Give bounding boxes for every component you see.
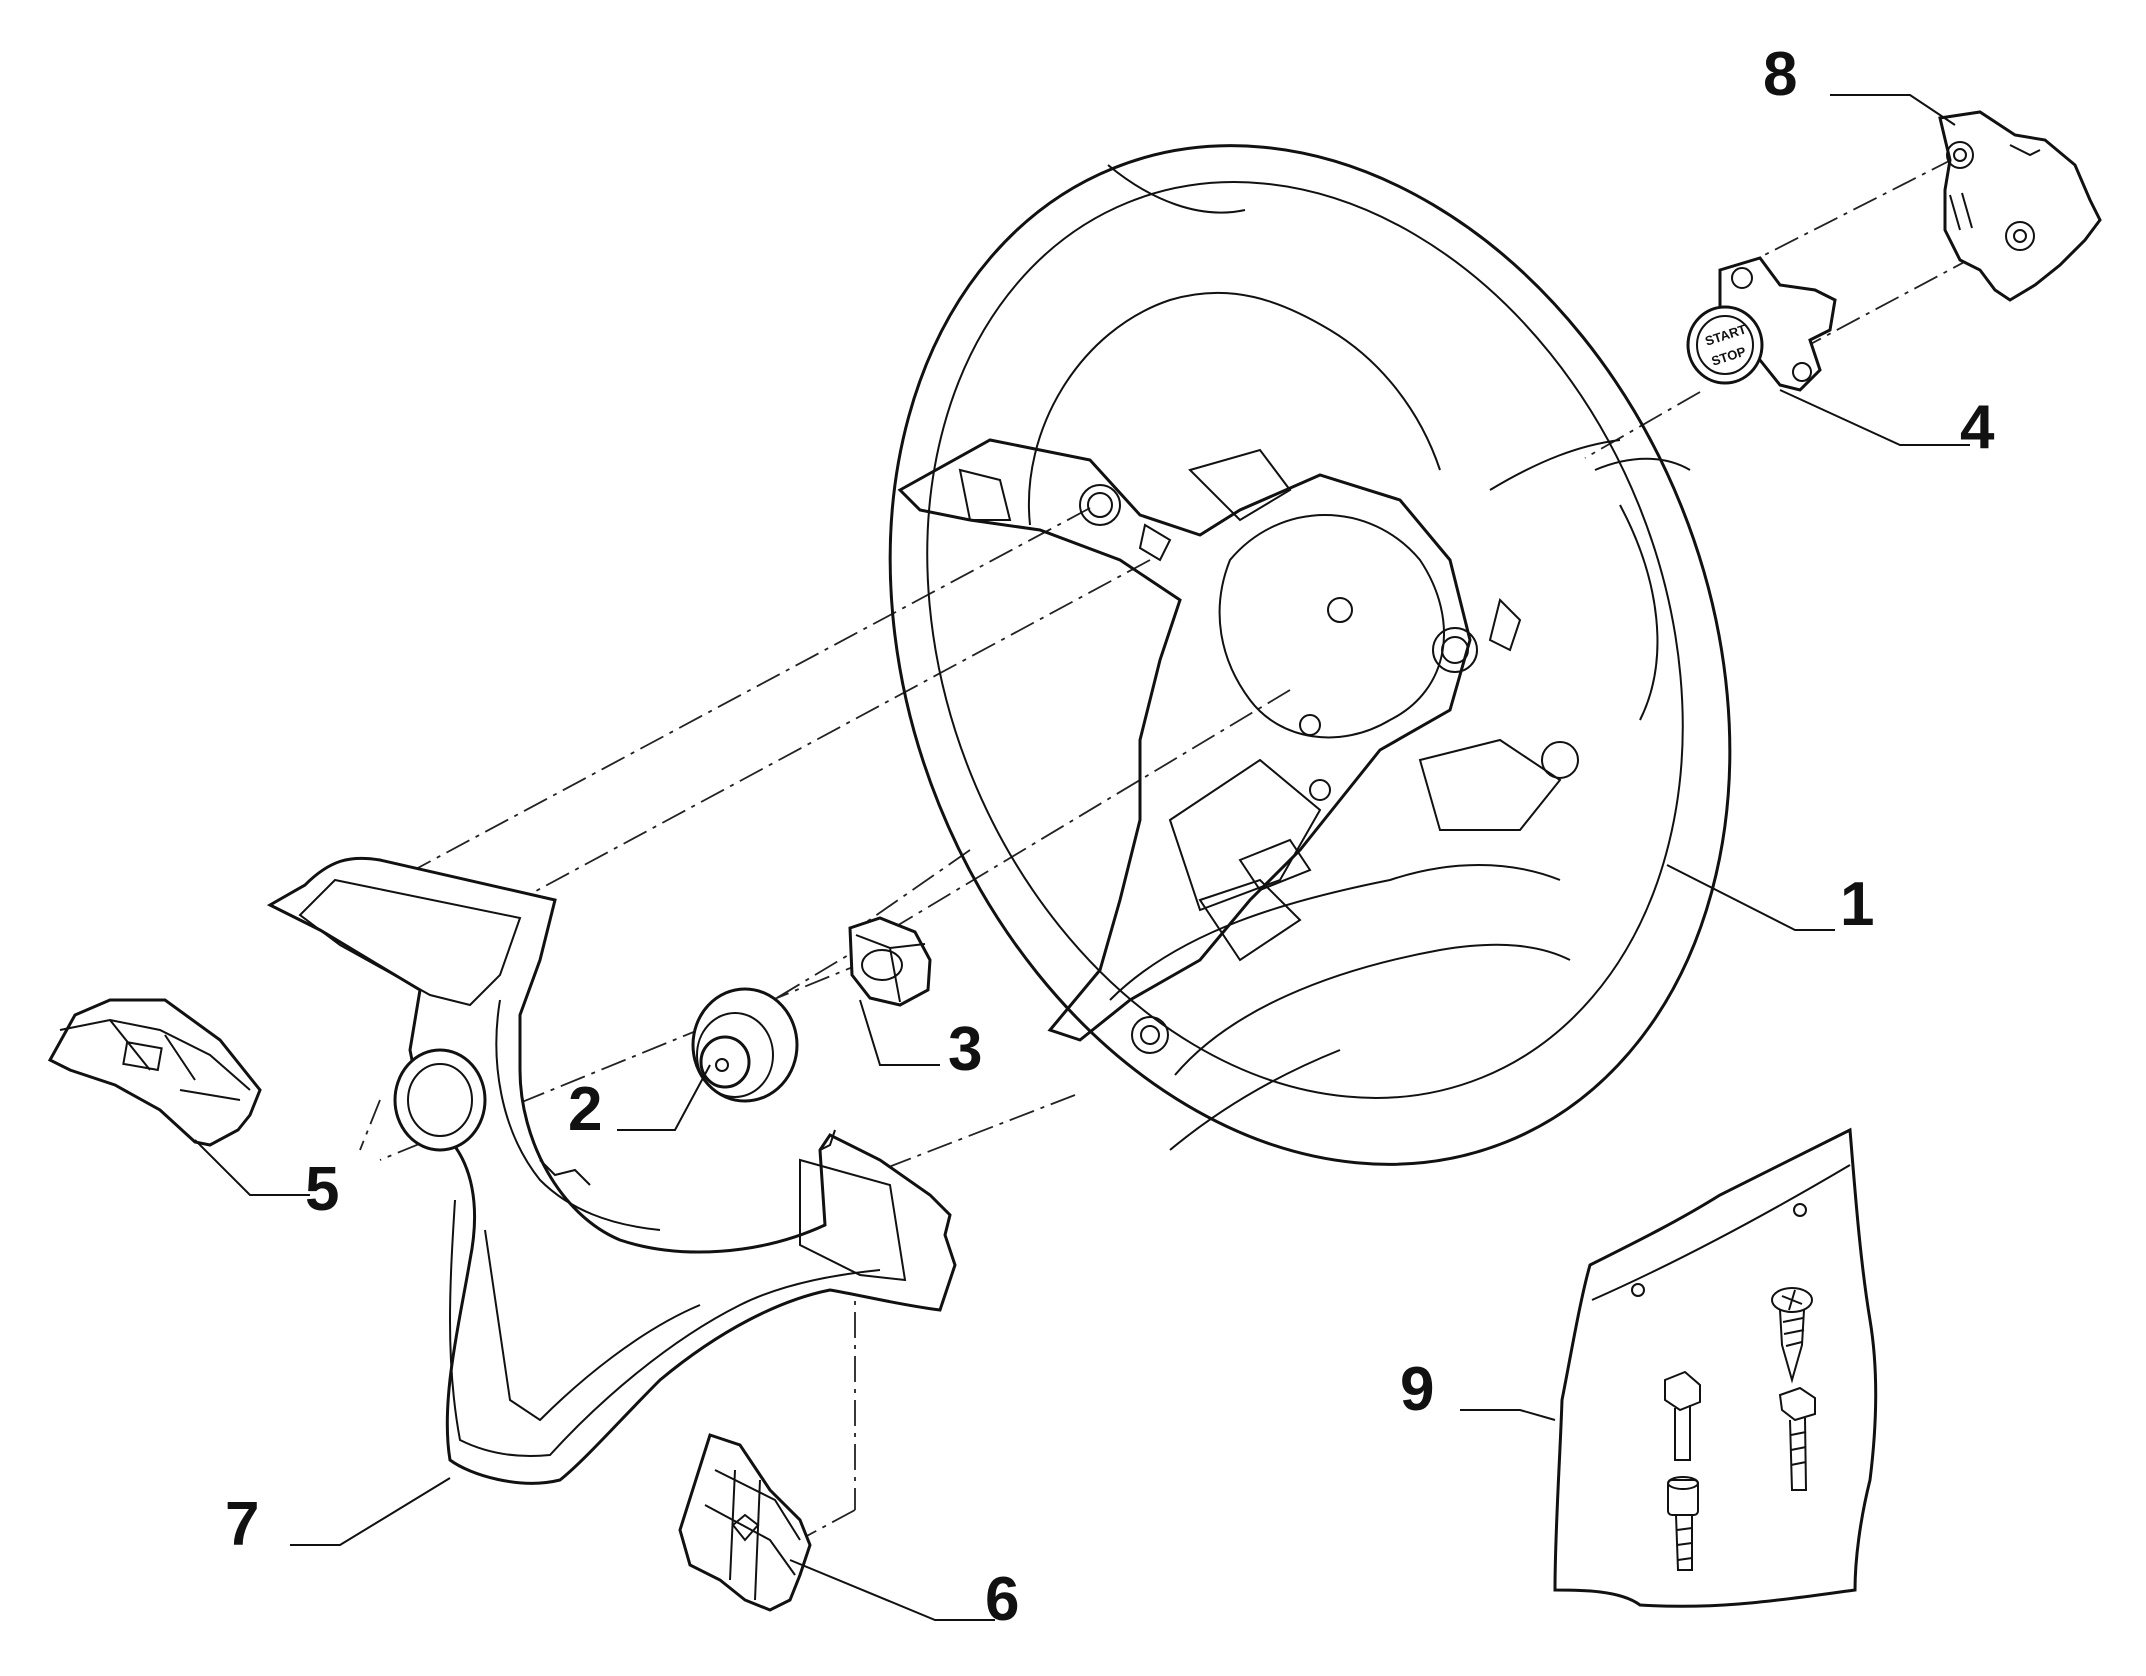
callout-6: 6 [985, 1565, 1019, 1634]
horn-plug-drawing [691, 987, 799, 1103]
steering-wheel-drawing [888, 144, 1732, 1166]
callout-9: 9 [1400, 1355, 1434, 1424]
spoke-trim-drawing [266, 856, 957, 1485]
fastener-bag-drawing [1553, 1127, 1878, 1608]
callout-5: 5 [305, 1155, 339, 1224]
start-stop-button-drawing: START STOP [1686, 256, 1837, 392]
right-switch-drawing [678, 1433, 812, 1612]
callout-8: 8 [1763, 40, 1797, 109]
assembly-lines [329, 157, 2016, 1546]
hex-nut-drawing [848, 916, 932, 1007]
left-switch-drawing [47, 998, 262, 1147]
callout-3: 3 [948, 1015, 982, 1084]
callout-7: 7 [225, 1490, 259, 1559]
start-stop-cover-drawing [1938, 110, 2102, 302]
callout-2: 2 [568, 1075, 602, 1144]
leader-lines [194, 94, 1970, 1621]
callout-4: 4 [1960, 393, 1995, 462]
callout-labels: 1 2 3 4 5 6 7 8 9 [225, 40, 1995, 1634]
callout-1: 1 [1840, 870, 1874, 939]
